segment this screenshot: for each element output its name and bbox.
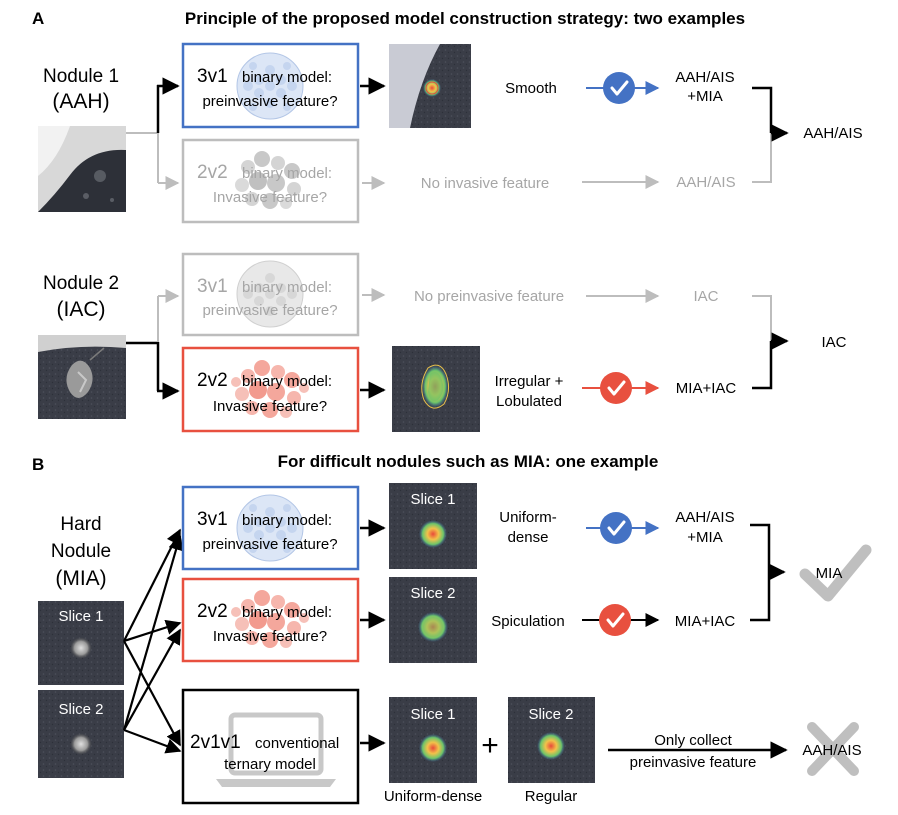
b-out1-line1: AAH/AIS	[675, 509, 734, 526]
nodule2-finding-line2: Lobulated	[496, 393, 562, 410]
collect-line2: preinvasive feature	[630, 754, 757, 771]
nodule2-name: Nodule 2	[43, 273, 119, 294]
b-2v2-code: 2v2	[197, 601, 228, 622]
nodule1-merge-bracket	[752, 86, 789, 183]
caption-uniform-dense: Uniform-dense	[384, 788, 482, 805]
b-finding2: Spiculation	[491, 613, 564, 630]
nodule2-ct-image	[38, 335, 126, 419]
nodule2-out-active: MIA+IAC	[676, 380, 737, 397]
nodule1-3v1-question: preinvasive feature?	[202, 93, 337, 110]
nodule2-3v1-suffix: binary model:	[242, 279, 332, 296]
panel-a-title: Principle of the proposed model construc…	[185, 9, 745, 28]
cross-icon	[807, 722, 859, 776]
collect-line1: Only collect	[654, 732, 732, 749]
nodule1-ct-image	[38, 126, 126, 212]
panel-b-model-2v1v1-box: 2v1v1 conventional ternary model	[181, 688, 360, 805]
nodule2-heatmap-image	[392, 346, 480, 432]
b-3v1-question: preinvasive feature?	[202, 536, 337, 553]
b-2v1v1-code: 2v1v1	[190, 732, 241, 753]
nodule2-final: IAC	[821, 334, 846, 351]
nodule2-out-inactive: IAC	[693, 288, 718, 305]
panel-b-letter: B	[32, 455, 44, 474]
caption-regular: Regular	[525, 788, 578, 805]
nodule1-heatmap-image	[389, 44, 471, 128]
b-row3-slice1-label: Slice 1	[410, 706, 455, 723]
nodule1-3v1-code: 3v1	[197, 66, 228, 87]
b-finding1-line1: Uniform-	[499, 509, 557, 526]
b-row3-slice2-image: Slice 2	[508, 697, 595, 783]
nodule2-2v2-suffix: binary model:	[242, 373, 332, 390]
nodule1-2v2-code: 2v2	[197, 162, 228, 183]
b-merge-bracket	[750, 523, 786, 622]
nodule2-model-2v2-box: 2v2 binary model: Invasive feature?	[181, 346, 360, 433]
b-out1-line2: +MIA	[687, 529, 722, 546]
nodule1-out-line2: +MIA	[687, 88, 722, 105]
panel-a-letter: A	[32, 9, 44, 28]
nodule1-model-3v1-box: 3v1 binary model: preinvasive feature?	[181, 42, 360, 129]
laptop-icon	[216, 712, 336, 787]
nodule1-connectors	[126, 77, 180, 190]
nodule2-type: (IAC)	[57, 298, 106, 321]
nodule2-2v2-question: Invasive feature?	[213, 398, 327, 415]
hard-nodule-slice2-image: Slice 2	[38, 690, 124, 778]
slice1-label: Slice 1	[58, 608, 103, 625]
b-out2: MIA+IAC	[675, 613, 736, 630]
nodule2-3v1-question: preinvasive feature?	[202, 302, 337, 319]
nodule1-3v1-suffix: binary model:	[242, 69, 332, 86]
b-row2-slice-label: Slice 2	[410, 585, 455, 602]
nodule2-finding-none: No preinvasive feature	[414, 288, 564, 305]
check-circle-icon	[597, 602, 633, 638]
panel-b-fan-arrows	[122, 528, 184, 754]
b-2v1v1-line2: ternary model	[224, 756, 316, 773]
hard-nodule-line2: Nodule	[51, 541, 111, 562]
b-row1-slice-label: Slice 1	[410, 491, 455, 508]
b-2v1v1-suffix: conventional	[255, 735, 339, 752]
hard-nodule-line3: (MIA)	[55, 567, 106, 590]
nodule2-2v2-code: 2v2	[197, 370, 228, 391]
b-row3-slice2-label: Slice 2	[528, 706, 573, 723]
nodule2-merge-bracket	[752, 295, 789, 390]
nodule1-model-2v2-box: 2v2 binary model: Invasive feature?	[181, 138, 360, 224]
hard-nodule-slice1-image: Slice 1	[38, 601, 124, 685]
check-circle-icon	[601, 70, 637, 106]
b-final-bad: AAH/AIS	[802, 742, 861, 759]
nodule1-finding-smooth: Smooth	[505, 80, 557, 97]
panel-b-model-3v1-box: 3v1 binary model: preinvasive feature?	[181, 485, 360, 571]
nodule1-out-inactive: AAH/AIS	[676, 174, 735, 191]
nodule2-finding-line1: Irregular +	[495, 373, 564, 390]
b-final-ok: MIA	[816, 565, 843, 582]
b-3v1-suffix: binary model:	[242, 512, 332, 529]
nodule1-finding-none: No invasive feature	[421, 175, 549, 192]
b-row3-slice1-image: Slice 1	[389, 697, 477, 783]
nodule1-2v2-suffix: binary model:	[242, 165, 332, 182]
nodule1-out-line1: AAH/AIS	[675, 69, 734, 86]
nodule1-type: (AAH)	[52, 90, 109, 113]
hard-nodule-line1: Hard	[60, 514, 101, 535]
nodule1-2v2-question: Invasive feature?	[213, 189, 327, 206]
nodule2-model-3v1-box: 3v1 binary model: preinvasive feature?	[181, 252, 360, 337]
nodule2-connectors	[126, 289, 180, 400]
nodule1-name: Nodule 1	[43, 66, 119, 87]
slice2-label: Slice 2	[58, 701, 103, 718]
plus-sign: +	[481, 729, 499, 762]
nodule1-final: AAH/AIS	[803, 125, 862, 142]
b-2v2-question: Invasive feature?	[213, 628, 327, 645]
b-2v2-suffix: binary model:	[242, 604, 332, 621]
b-row1-slice-image: Slice 1	[389, 483, 477, 569]
check-circle-icon	[598, 510, 634, 546]
panel-b-title: For difficult nodules such as MIA: one e…	[278, 452, 659, 471]
b-finding1-line2: dense	[508, 529, 549, 546]
checkmark-icon	[799, 544, 872, 602]
check-circle-icon	[598, 370, 634, 406]
b-row2-slice-image: Slice 2	[389, 577, 477, 663]
nodule2-3v1-code: 3v1	[197, 276, 228, 297]
b-3v1-code: 3v1	[197, 509, 228, 530]
panel-b-model-2v2-box: 2v2 binary model: Invasive feature?	[181, 577, 360, 663]
